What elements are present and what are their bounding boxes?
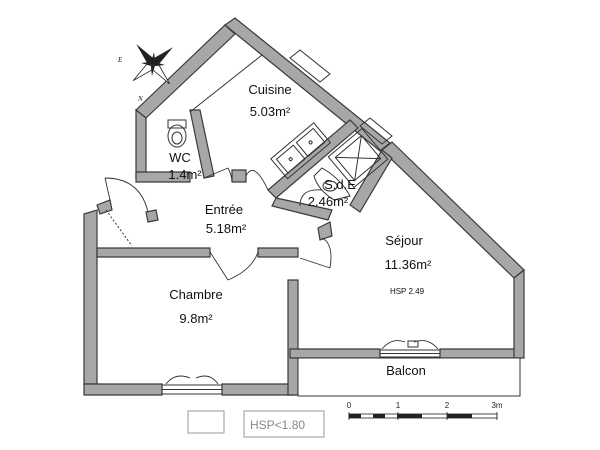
wc-door xyxy=(203,167,233,183)
wall-wc-cuisine xyxy=(189,109,215,179)
sde-door xyxy=(299,189,323,207)
scale-tick-2: 2 xyxy=(445,401,450,410)
room-area-entree: 5.18m² xyxy=(206,221,247,236)
window-swing-chambre xyxy=(165,375,219,385)
wall-sde-bottom xyxy=(271,197,333,221)
scale-bar: 0 1 2 3m xyxy=(347,401,503,420)
room-label-balcon: Balcon xyxy=(386,363,426,378)
wall-entree-sejour xyxy=(317,221,333,241)
wall-bottom-chambre xyxy=(83,383,163,396)
room-label-entree: Entrée xyxy=(205,202,243,217)
wall-top-left-diagonal xyxy=(135,24,236,119)
wall-left xyxy=(83,209,98,385)
balcony-outline xyxy=(297,357,521,397)
legend-label: HSP<1.80 xyxy=(250,418,305,432)
room-area-chambre: 9.8m² xyxy=(179,311,213,326)
scale-tick-1: 1 xyxy=(396,401,401,410)
wall-sde-right xyxy=(349,149,393,213)
window-sde xyxy=(359,117,393,145)
wash-basin-icon xyxy=(313,167,351,201)
fixtures xyxy=(167,119,419,348)
room-label-wc: WC xyxy=(169,150,191,165)
scale-tick-3: 3m xyxy=(491,401,502,410)
legend-label-box xyxy=(243,410,325,438)
compass-east-label: E xyxy=(117,56,123,64)
wall-chambre-top xyxy=(96,247,211,258)
room-label-chambre: Chambre xyxy=(169,287,222,302)
room-label-sejour: Séjour xyxy=(385,233,423,248)
windows xyxy=(161,49,441,395)
kitchen-sink-icon xyxy=(270,122,332,180)
wall-frontdoor-stub xyxy=(145,209,159,223)
shower-icon xyxy=(327,127,389,189)
room-labels: Cuisine 5.03m² WC 1.4m² S.d.E 2.46m² Ent… xyxy=(168,82,432,326)
window-cuisine xyxy=(289,49,331,83)
wall-right-vertical xyxy=(513,268,525,359)
room-area-sejour: 11.36m² xyxy=(385,257,432,272)
wall-sde-left xyxy=(267,119,359,199)
balcony: Balcon xyxy=(297,357,521,397)
doors xyxy=(104,54,439,385)
compass-rose-icon xyxy=(132,44,173,85)
legend-swatch xyxy=(187,410,225,434)
kitchen-counter-line xyxy=(189,54,263,113)
room-label-sde: S.d.E xyxy=(324,177,356,192)
compass-north-label: N xyxy=(137,95,143,103)
scale-tick-0: 0 xyxy=(347,401,352,410)
wall-top-right-diagonal xyxy=(224,17,391,152)
sejour-door xyxy=(299,237,332,269)
toilet-icon xyxy=(167,119,187,148)
entrance-dotted-line xyxy=(105,209,133,247)
wall-wc-bottom xyxy=(135,171,191,183)
wall-chambre-top-right xyxy=(257,247,299,258)
wall-bottom-sejour-right xyxy=(439,348,521,359)
radiator-icon xyxy=(407,340,419,348)
front-door xyxy=(104,177,149,213)
room-area-sde: 2.46m² xyxy=(308,194,349,209)
window-swing-sejour xyxy=(381,340,439,350)
wall-wc-left xyxy=(135,108,147,179)
room-label-cuisine: Cuisine xyxy=(248,82,291,97)
legend: HSP<1.80 xyxy=(187,410,325,438)
wall-entree-upper xyxy=(231,169,247,183)
wall-bottom-sejour xyxy=(289,348,381,359)
wall-bottom-chambre-right xyxy=(221,383,295,396)
kitchen-opening xyxy=(245,170,269,191)
room-area-wc: 1.4m² xyxy=(168,167,202,182)
walls xyxy=(83,17,525,396)
room-note-sejour: HSP 2.49 xyxy=(390,287,425,296)
wall-entree-left xyxy=(96,199,113,215)
wall-chambre-sejour xyxy=(287,279,299,396)
chambre-door xyxy=(209,251,259,281)
room-area-cuisine: 5.03m² xyxy=(250,104,291,119)
